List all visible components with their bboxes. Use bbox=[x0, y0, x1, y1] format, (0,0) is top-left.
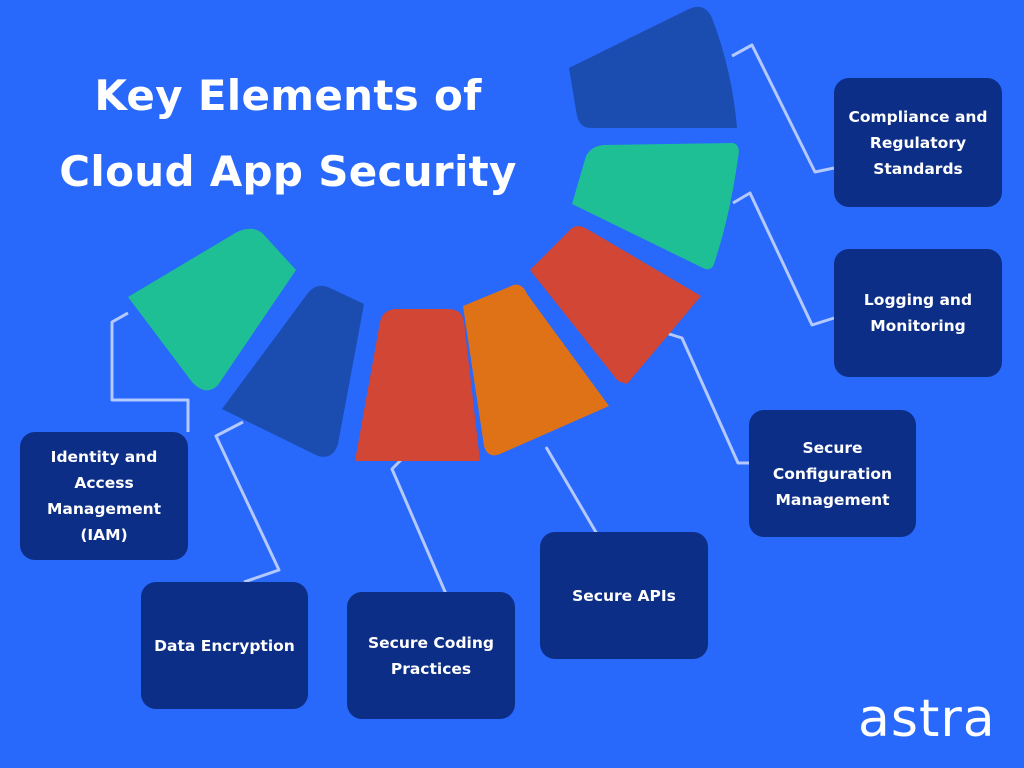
label-line: Regulatory bbox=[869, 133, 967, 152]
label-line: Secure bbox=[802, 438, 863, 457]
element-label-iam: Identity and Access Management (IAM) bbox=[47, 444, 161, 548]
element-box-logging: Logging and Monitoring bbox=[834, 249, 1002, 377]
label-line: (IAM) bbox=[80, 526, 128, 544]
element-box-compliance: Compliance and Regulatory Standards bbox=[834, 78, 1002, 207]
astra-logo: astra bbox=[858, 689, 996, 749]
connector-data-encryption bbox=[214, 420, 281, 584]
element-label-logging: Logging and Monitoring bbox=[864, 287, 972, 339]
label-line: Data Encryption bbox=[154, 636, 295, 655]
arc-segments bbox=[128, 6, 739, 461]
label-line: Secure Coding bbox=[367, 633, 494, 652]
connector-secure-apis bbox=[544, 446, 599, 535]
element-box-secure-config: Secure Configuration Management bbox=[749, 410, 916, 537]
label-line: Practices bbox=[390, 659, 472, 678]
arc-segment-compliance bbox=[569, 6, 737, 128]
element-label-secure-coding: Secure Coding Practices bbox=[368, 630, 494, 682]
label-line: Secure APIs bbox=[572, 586, 676, 605]
element-box-secure-coding: Secure Coding Practices bbox=[347, 592, 515, 719]
element-label-compliance: Compliance and Regulatory Standards bbox=[848, 104, 987, 182]
element-label-data-encryption: Data Encryption bbox=[154, 633, 295, 659]
label-line: Logging and bbox=[863, 291, 973, 309]
label-line: Management bbox=[775, 490, 890, 509]
arc-segment-secure-coding bbox=[355, 309, 480, 461]
arc-segment-secure-config bbox=[530, 226, 701, 384]
title-line-1: Key Elements of bbox=[94, 71, 482, 120]
page-title: Key Elements of Cloud App Security bbox=[18, 58, 558, 209]
title-line-2: Cloud App Security bbox=[59, 146, 517, 196]
label-line: Management bbox=[46, 500, 162, 518]
connector-compliance bbox=[731, 43, 835, 174]
connector-logging bbox=[732, 191, 835, 327]
arc-segment-secure-apis bbox=[463, 284, 609, 456]
label-line: Monitoring bbox=[870, 317, 966, 335]
connector-iam bbox=[110, 311, 190, 432]
connector-secure-config bbox=[665, 331, 750, 465]
element-box-iam: Identity and Access Management (IAM) bbox=[20, 432, 188, 560]
element-label-secure-config: Secure Configuration Management bbox=[773, 435, 892, 513]
arc-segment-logging bbox=[572, 143, 739, 270]
arc-segment-data-encryption bbox=[222, 285, 364, 457]
element-box-secure-apis: Secure APIs bbox=[540, 532, 708, 659]
label-line: Access bbox=[74, 474, 134, 492]
arc-segment-iam bbox=[128, 228, 296, 391]
label-line: Identity and bbox=[50, 448, 158, 466]
label-line: Standards bbox=[873, 159, 963, 178]
element-box-data-encryption: Data Encryption bbox=[141, 582, 308, 709]
label-line: Configuration bbox=[772, 464, 893, 483]
element-label-secure-apis: Secure APIs bbox=[572, 583, 676, 609]
label-line: Compliance and bbox=[848, 107, 988, 126]
